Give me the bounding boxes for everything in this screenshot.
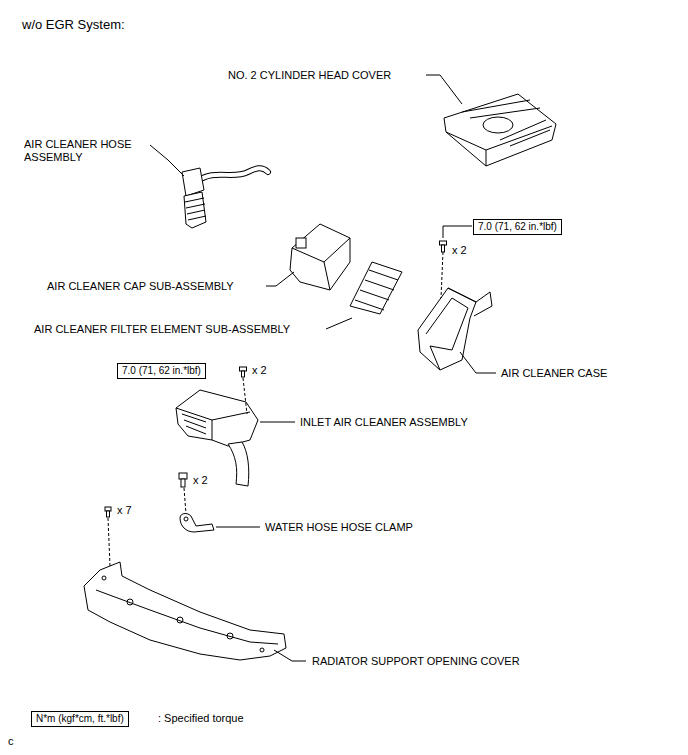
filter-element xyxy=(326,262,402,329)
quantity-label: x 2 xyxy=(452,244,467,257)
part-label: AIR CLEANER CAP SUB-ASSEMBLY xyxy=(47,280,234,293)
part-label: AIR CLEANER HOSE ASSEMBLY xyxy=(24,138,152,164)
torque-box: N*m (kgf*cm, ft.*lbf) xyxy=(31,711,129,727)
part-label: NO. 2 CYLINDER HEAD COVER xyxy=(228,69,391,82)
part-label: RADIATOR SUPPORT OPENING COVER xyxy=(312,655,520,668)
torque-text: N*m (kgf*cm, ft.*lbf) xyxy=(32,712,128,726)
air-cleaner-case xyxy=(418,226,496,373)
quantity-label: x 2 xyxy=(193,474,208,487)
inlet-air-cleaner xyxy=(176,367,295,486)
quantity-label: x 7 xyxy=(117,504,132,517)
air-cleaner-hose xyxy=(150,145,268,228)
part-label: : Specified torque xyxy=(158,712,244,725)
torque-box: 7.0 (71, 62 in.*lbf) xyxy=(117,363,206,379)
part-label: c xyxy=(8,735,14,748)
part-label: AIR CLEANER CASE xyxy=(501,367,607,380)
cylinder-head-cover xyxy=(426,75,556,166)
torque-text: 7.0 (71, 62 in.*lbf) xyxy=(474,220,561,234)
quantity-label: x 2 xyxy=(252,364,267,377)
torque-box: 7.0 (71, 62 in.*lbf) xyxy=(473,219,562,235)
air-cleaner-cap xyxy=(266,224,350,290)
part-label: AIR CLEANER FILTER ELEMENT SUB-ASSEMBLY xyxy=(34,323,290,336)
diagram-title: w/o EGR System: xyxy=(22,17,125,32)
part-label: INLET AIR CLEANER ASSEMBLY xyxy=(300,416,468,429)
torque-text: 7.0 (71, 62 in.*lbf) xyxy=(118,364,205,378)
part-label: WATER HOSE HOSE CLAMP xyxy=(265,521,413,534)
water-hose-clamp xyxy=(179,473,260,532)
